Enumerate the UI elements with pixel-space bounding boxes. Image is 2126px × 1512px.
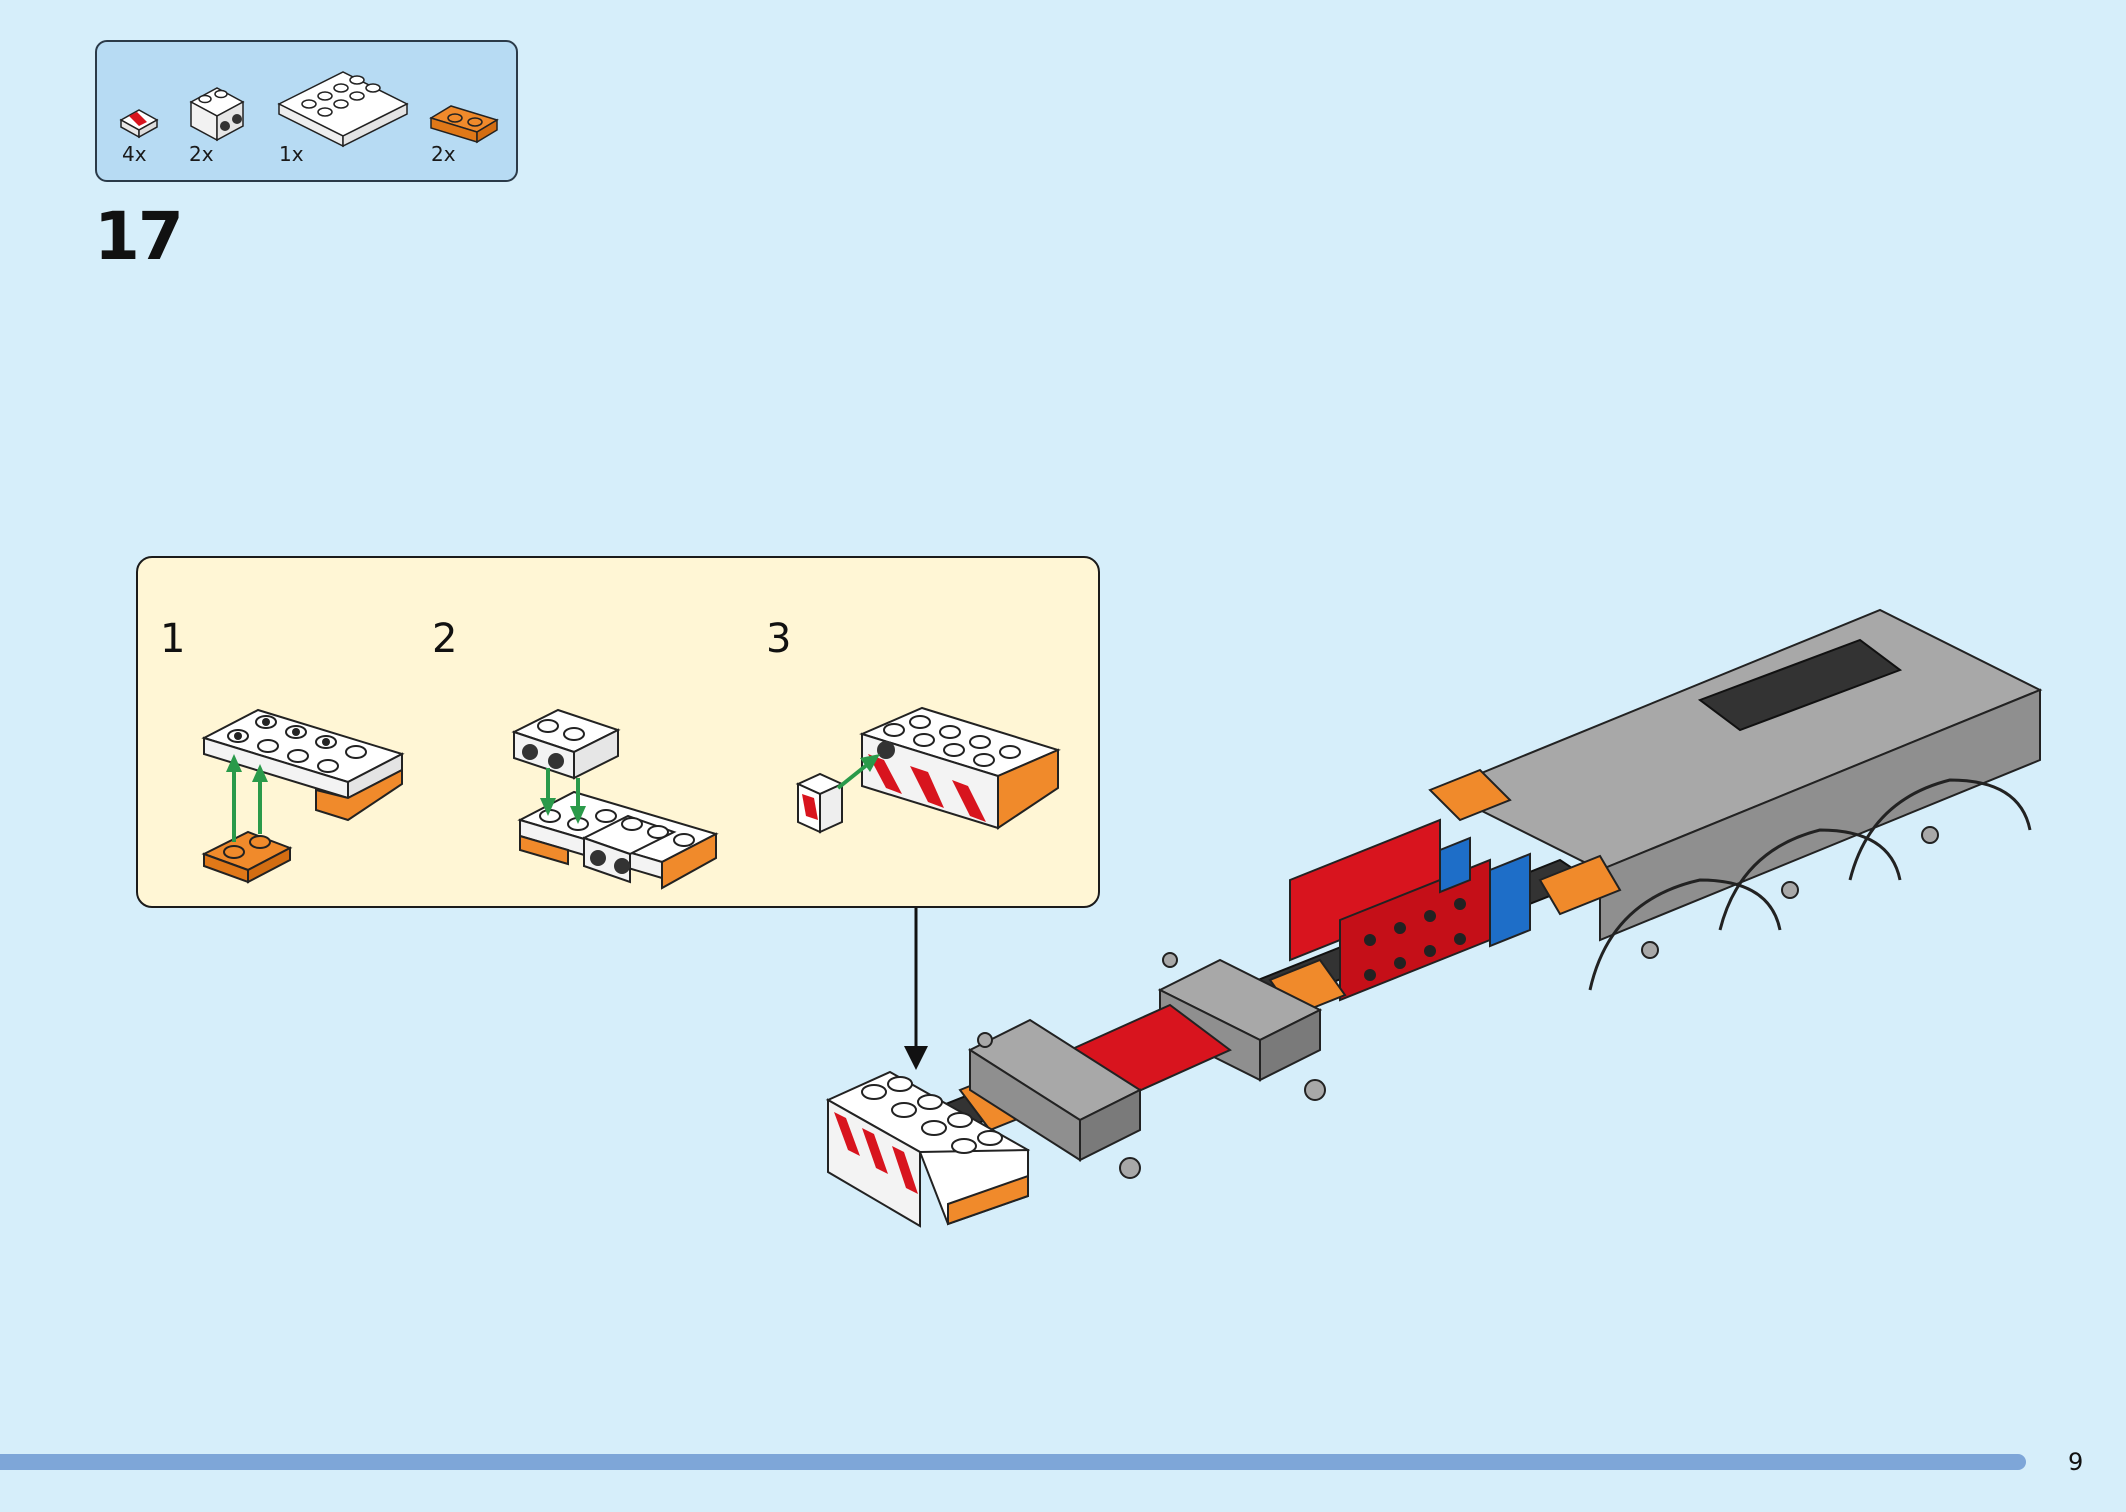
- plate-2x4-white-icon: [277, 71, 409, 148]
- step-number: 17: [94, 198, 184, 275]
- part-quantity: 2x: [431, 142, 456, 166]
- part-quantity: 1x: [279, 142, 304, 166]
- plate-1x2-orange-icon: [429, 105, 499, 144]
- substep-2-illustration: [511, 708, 719, 890]
- part-quantity: 4x: [122, 142, 147, 166]
- substep-number: 1: [160, 616, 186, 662]
- page-progress-bar: [0, 1454, 2026, 1470]
- callout-arrow: [904, 908, 928, 1070]
- substep-number: 3: [766, 616, 792, 662]
- bracket-1x2-white-icon: [189, 87, 245, 142]
- part-quantity: 2x: [189, 142, 214, 166]
- page-number: 9: [2068, 1448, 2084, 1476]
- substep-1-illustration: [201, 708, 405, 884]
- substep-box: 1 2 3: [136, 556, 1100, 908]
- tile-1x1-red-white-stripes-icon: [119, 109, 159, 139]
- substep-3-illustration: [795, 706, 1061, 834]
- substep-number: 2: [432, 616, 458, 662]
- parts-list-box: 4x 2x 1x 2x: [95, 40, 518, 182]
